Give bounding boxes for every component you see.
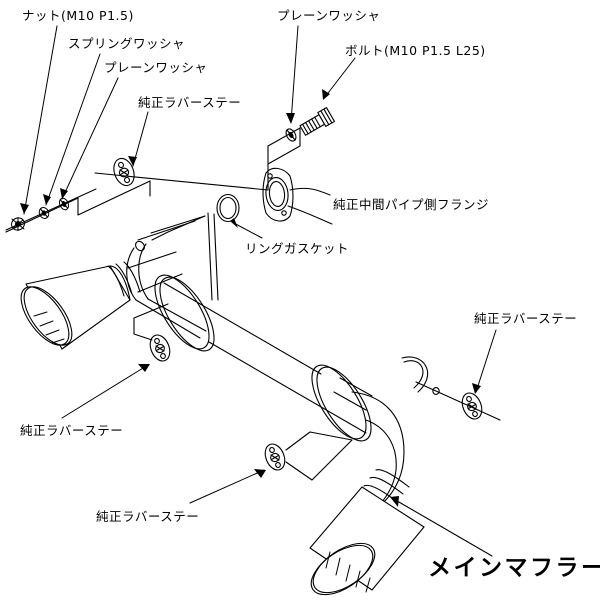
stock-flange-part — [262, 167, 294, 222]
hanger-bar-upper — [94, 172, 269, 197]
tail-pipe — [351, 356, 429, 515]
inlet-pipe — [126, 215, 207, 339]
nut-part — [11, 217, 25, 231]
label-main-muffler: メインマフラー — [428, 555, 600, 581]
leader-nut — [23, 25, 58, 215]
bolt-part — [299, 107, 336, 136]
label-rubber-stay-right: 純正ラバーステー — [474, 311, 578, 326]
plain-washer-left-part — [58, 197, 70, 211]
leader-line-rubber-stay-3 — [61, 364, 149, 419]
spring-washer-part — [38, 207, 50, 219]
leader-plain-washer-right — [290, 25, 299, 123]
outlet-pipe — [333, 377, 373, 411]
frame-bracket-upper — [5, 127, 301, 233]
rubber-stay-2-part — [461, 392, 483, 420]
rubber-stay-3-part — [149, 334, 171, 362]
exhaust-tip-left — [20, 261, 141, 350]
label-plain-washer-right: プレーンワッシャ — [277, 8, 381, 23]
label-stock-center-pipe-flange: 純正中間パイプ側フランジ — [333, 197, 490, 212]
leader-spring-washer — [45, 53, 101, 206]
leader-lines-flange — [287, 187, 333, 225]
plain-washer-right-part — [285, 128, 297, 142]
bracket-left-stay — [133, 303, 169, 341]
main-muffler-body — [154, 274, 372, 442]
bolt-assembly — [285, 107, 336, 142]
label-bolt: ボルト(M10 P1.5 L25) — [345, 43, 486, 58]
label-plain-washer-left: プレーンワッシャ — [104, 60, 208, 75]
label-nut: ナット(M10 P1.5) — [22, 8, 134, 23]
label-rubber-stay-upper-left: 純正ラバーステー — [138, 95, 242, 110]
leader-lines-top-right — [290, 25, 356, 123]
leader-lines-top-left — [23, 25, 149, 215]
hanger-wire-inlet — [151, 212, 219, 301]
fastener-axis — [5, 188, 97, 231]
label-rubber-stay-bottom: 純正ラバーステー — [96, 509, 200, 524]
tip-connector-left — [127, 251, 183, 293]
rubber-stay-1-part — [113, 157, 135, 187]
rubber-stay-4-part — [264, 443, 286, 471]
leader-arrowheads-top-right — [286, 89, 330, 124]
bracket-bottom-stay — [285, 431, 353, 481]
leader-plain-washer-left — [61, 77, 119, 200]
label-rubber-stay-left: 純正ラバーステー — [20, 423, 124, 438]
leader-line-ring-gasket — [231, 221, 263, 239]
exhaust-tip-right — [309, 469, 425, 596]
leader-line-rubber-stay-2 — [475, 329, 497, 393]
leader-line-main-muffler — [391, 497, 493, 557]
leader-line-rubber-stay-4 — [189, 469, 265, 504]
ring-gasket-part — [216, 193, 240, 223]
leader-bolt — [324, 57, 356, 98]
label-spring-washer: スプリングワッシャ — [68, 36, 186, 51]
leader-arrowheads-top-left — [20, 156, 137, 214]
fastener-stack — [5, 188, 97, 231]
hanger-rod-right — [415, 381, 501, 421]
label-ring-gasket: リングガスケット — [245, 241, 350, 256]
